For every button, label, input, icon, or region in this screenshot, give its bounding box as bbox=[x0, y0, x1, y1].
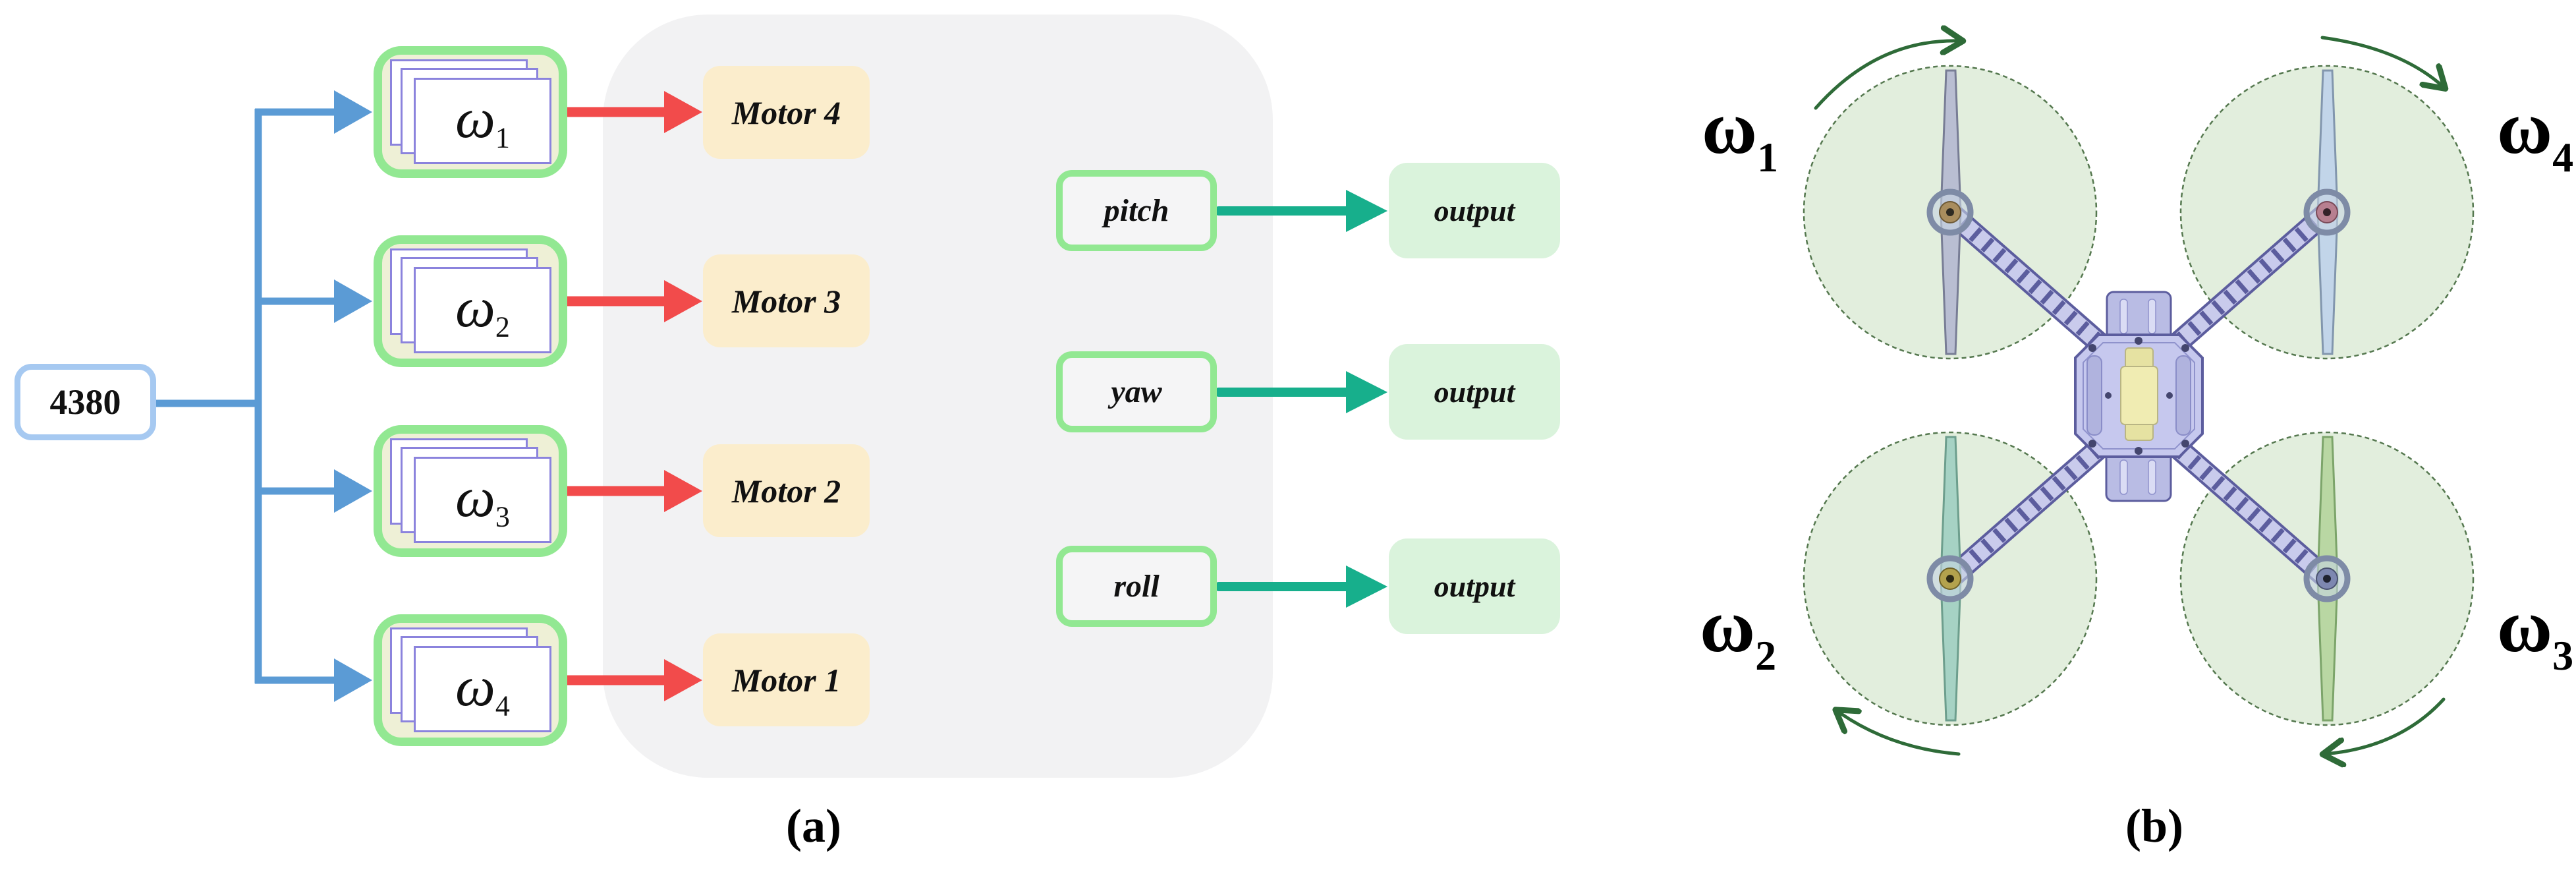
output-label-roll: output bbox=[1434, 569, 1515, 603]
motor-3-label: Motor 3 bbox=[731, 282, 841, 320]
motor-hubs bbox=[1926, 189, 2351, 602]
pitch-box: pitch bbox=[1056, 170, 1217, 251]
body-plate bbox=[2074, 334, 2204, 458]
blue-arrowhead-row-3 bbox=[334, 469, 372, 513]
yaw-box: yaw bbox=[1056, 351, 1217, 432]
card-front: ω4 bbox=[414, 646, 551, 732]
yaw-label: yaw bbox=[1111, 374, 1162, 409]
omega-3-label: ω3 bbox=[455, 465, 510, 533]
rotor-disk-top-right bbox=[2179, 65, 2475, 360]
propeller-top-left bbox=[1940, 69, 1962, 355]
motor-4-label: Motor 4 bbox=[731, 94, 841, 131]
rotation-arrow-top-left bbox=[1814, 41, 1961, 110]
battery bbox=[2120, 366, 2158, 425]
body-slot-right bbox=[2175, 355, 2191, 436]
blue-flow-arrows bbox=[156, 90, 372, 702]
omega-4-label: ω4 bbox=[455, 654, 510, 722]
motor-4-box: Motor 4 bbox=[703, 66, 870, 159]
output-label-yaw: output bbox=[1434, 375, 1515, 409]
hub-top-right bbox=[2303, 189, 2351, 236]
omega-2-label: ω2 bbox=[455, 275, 510, 343]
card-front: ω2 bbox=[414, 267, 551, 353]
propeller-bottom-left bbox=[1940, 436, 1962, 722]
body-slot-left bbox=[2086, 355, 2102, 436]
teal-arrowhead-pitch bbox=[1346, 190, 1387, 232]
rotation-arrow-bottom-right bbox=[2325, 697, 2446, 754]
rotor-disks bbox=[1803, 65, 2475, 726]
pitch-label: pitch bbox=[1104, 193, 1169, 228]
rotor-disk-top-left bbox=[1803, 65, 2098, 360]
body-bottom-tab bbox=[2105, 450, 2172, 502]
teal-arrowhead-yaw bbox=[1346, 371, 1387, 413]
arm-bottom-left bbox=[1942, 440, 2108, 587]
output-box-roll: output bbox=[1389, 538, 1560, 634]
omega-1-label: ω1 bbox=[455, 86, 510, 154]
caption-b: (b) bbox=[2125, 799, 2183, 852]
omega-4-stack: ω4 bbox=[374, 614, 567, 746]
rotation-arrow-top-right bbox=[2320, 36, 2444, 87]
rotor-disk-bottom-left bbox=[1803, 431, 2098, 726]
rotor-label-omega-3: ω3 bbox=[2497, 584, 2573, 679]
card-front: ω1 bbox=[414, 78, 551, 164]
quadcopter-top-view: ω1 ω4 ω2 ω3 bbox=[1700, 38, 2573, 754]
propeller-bottom-right bbox=[2316, 436, 2339, 722]
output-label-pitch: output bbox=[1434, 194, 1515, 227]
motor-1-box: Motor 1 bbox=[703, 633, 870, 726]
omega-2-stack: ω2 bbox=[374, 235, 567, 367]
motor-2-box: Motor 2 bbox=[703, 444, 870, 537]
propeller-blades bbox=[1940, 69, 2339, 722]
blue-arrowhead-row-2 bbox=[334, 279, 372, 323]
body-top-tab bbox=[2106, 291, 2172, 343]
roll-box: roll bbox=[1056, 546, 1217, 627]
arm-bottom-right bbox=[2170, 440, 2336, 587]
roll-label: roll bbox=[1113, 569, 1160, 604]
omega-1-stack: ω1 bbox=[374, 46, 567, 178]
frame-arms bbox=[1939, 201, 2338, 590]
center-body bbox=[2074, 291, 2204, 502]
blue-arrowhead-row-1 bbox=[334, 90, 372, 134]
arm-top-left bbox=[1942, 204, 2108, 351]
motor-3-box: Motor 3 bbox=[703, 254, 870, 347]
rpm-source-label: 4380 bbox=[49, 382, 121, 422]
rotor-label-omega-1: ω1 bbox=[1702, 86, 1778, 181]
motor-2-label: Motor 2 bbox=[731, 472, 841, 509]
motor-1-label: Motor 1 bbox=[731, 661, 841, 699]
body-screws bbox=[2088, 337, 2189, 455]
caption-a: (a) bbox=[786, 799, 841, 852]
teal-arrowhead-roll bbox=[1346, 566, 1387, 608]
hub-bottom-left bbox=[1926, 555, 1974, 602]
rotor-disk-bottom-right bbox=[2179, 431, 2475, 726]
rotor-label-omega-2: ω2 bbox=[1700, 584, 1776, 679]
propeller-top-right bbox=[2316, 69, 2339, 355]
omega-3-stack: ω3 bbox=[374, 425, 567, 557]
rotation-arrows bbox=[1814, 36, 2446, 756]
output-box-pitch: output bbox=[1389, 163, 1560, 258]
hub-bottom-right bbox=[2303, 555, 2351, 602]
rotor-speed-labels: ω1 ω4 ω2 ω3 bbox=[1700, 86, 2573, 679]
hub-top-left bbox=[1926, 189, 1974, 236]
rotor-label-omega-4: ω4 bbox=[2497, 86, 2573, 181]
card-front: ω3 bbox=[414, 457, 551, 543]
output-box-yaw: output bbox=[1389, 344, 1560, 440]
rpm-source-box: 4380 bbox=[14, 364, 156, 440]
blue-arrowhead-row-4 bbox=[334, 658, 372, 702]
rotation-arrow-bottom-left bbox=[1837, 711, 1961, 756]
arm-top-right bbox=[2170, 204, 2336, 351]
